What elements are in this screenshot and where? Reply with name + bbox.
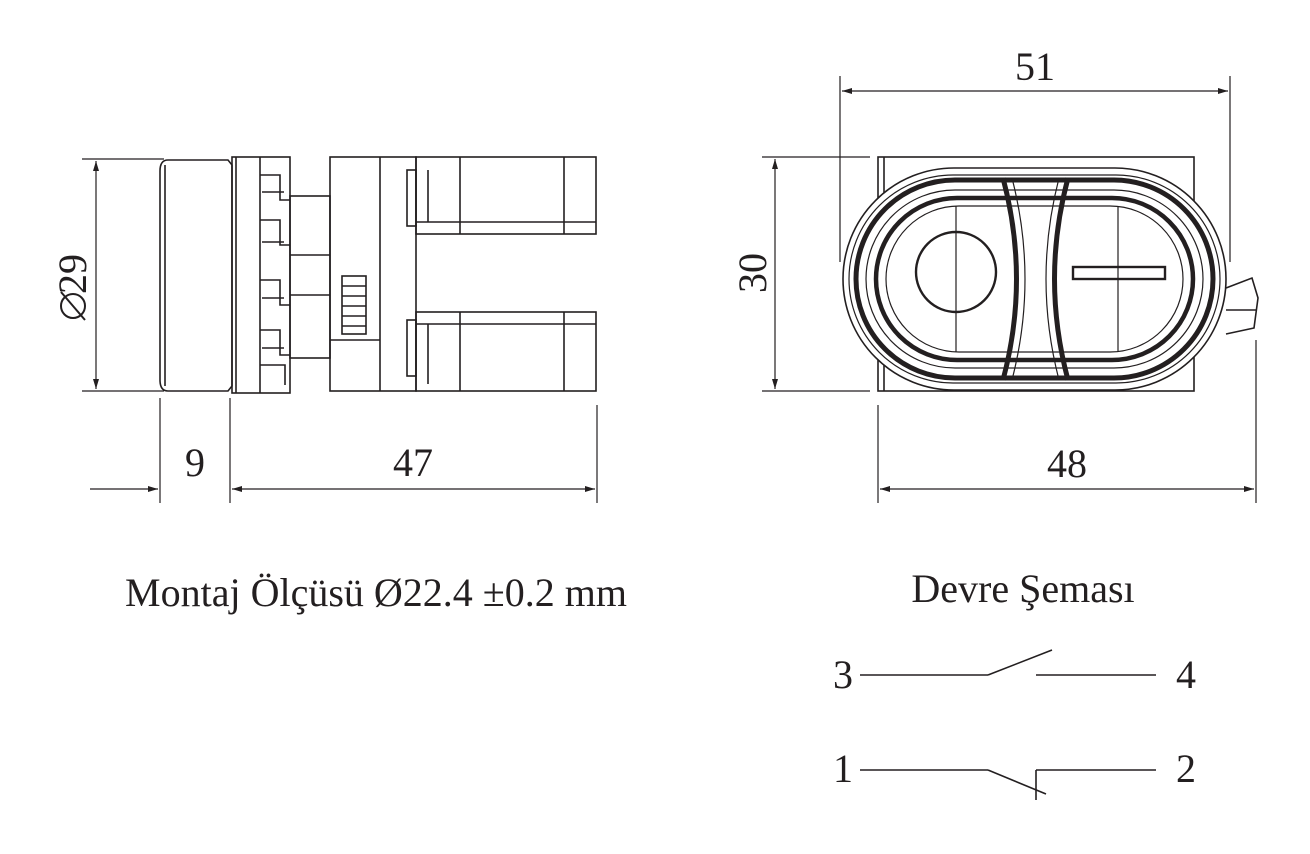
mounting-dimension-caption: Montaj Ölçüsü Ø22.4 ±0.2 mm [125, 570, 627, 615]
on-symbol-bar [1071, 265, 1167, 281]
outer-bezel [842, 167, 1227, 391]
dimension-47-text: 47 [393, 440, 433, 485]
dimension-length [90, 398, 598, 503]
dimension-30-text: 30 [730, 253, 775, 293]
normally-closed-contact [860, 769, 1156, 800]
front-view [762, 76, 1259, 503]
circuit-diagram-title: Devre Şeması [911, 566, 1134, 611]
separator-left [1000, 177, 1019, 381]
dimension-30 [762, 156, 870, 392]
locking-collar [231, 156, 291, 394]
dimension-51 [839, 76, 1231, 262]
dimension-diameter [82, 158, 164, 392]
side-lever [1225, 276, 1259, 335]
contact-block [329, 156, 417, 392]
terminal-upper [406, 156, 597, 235]
dimension-48-text: 48 [1047, 441, 1087, 486]
dimension-9-text: 9 [185, 440, 205, 485]
side-view [82, 156, 598, 503]
terminal-lower [406, 311, 597, 392]
diameter-label-group: 29 [50, 254, 95, 294]
off-symbol-circle [914, 230, 998, 314]
normally-open-contact [860, 649, 1156, 676]
front-bezel [159, 159, 233, 392]
terminal-3-label: 3 [833, 652, 853, 697]
separator-right [1052, 177, 1071, 381]
terminal-1-label: 1 [833, 746, 853, 791]
diameter-dimension-text: 29 [50, 254, 95, 294]
dimension-51-text: 51 [1015, 44, 1055, 89]
terminal-4-label: 4 [1176, 652, 1196, 697]
circuit-diagram [860, 649, 1156, 800]
height-label-group: 30 [730, 253, 775, 293]
terminal-2-label: 2 [1176, 746, 1196, 791]
diameter-symbol [60, 291, 86, 321]
neck [289, 195, 331, 359]
dimension-48 [877, 340, 1257, 503]
